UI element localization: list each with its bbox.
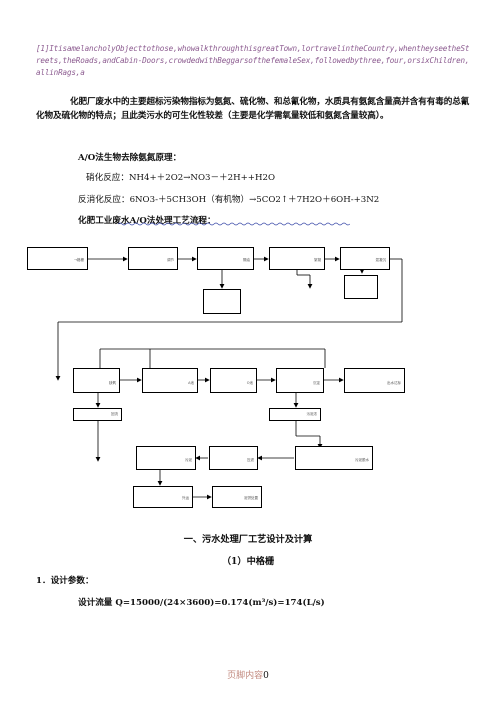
flow-box-return: 回流 bbox=[73, 408, 122, 421]
section-title: 一、污水处理厂工艺设计及计算 bbox=[183, 534, 313, 545]
flow-box-anoxic: 缺氧 bbox=[73, 368, 120, 393]
footer-page-number: 0 bbox=[263, 671, 269, 681]
flow-box-filter-press: 压滤 bbox=[209, 446, 258, 470]
flow-box-effluent: 出水达标 bbox=[344, 368, 405, 393]
flow-box-sludge-thickening: 污泥浓 bbox=[269, 408, 321, 421]
flow-box-cake-disposal: 泥饼处置 bbox=[212, 486, 262, 508]
footer-text: 页脚内容 bbox=[227, 671, 264, 681]
flow-box-side-left bbox=[203, 289, 241, 314]
flow-box-oil-separation: 隔油 bbox=[197, 247, 254, 270]
wavy-underline bbox=[118, 222, 350, 226]
flow-box-sedimentation: 沉淀 bbox=[276, 368, 324, 393]
page-footer: 页脚内容0 bbox=[0, 668, 496, 681]
flow-box-transport: 外运 bbox=[133, 486, 193, 508]
flow-box-o-tank: O池 bbox=[210, 368, 257, 393]
flow-connectors bbox=[55, 256, 403, 500]
header-note: [1]ItisamelancholyObjecttothose,whowalkt… bbox=[36, 44, 470, 77]
flow-box-sludge: 污泥 bbox=[136, 446, 196, 470]
param-title: 1．设计参数： bbox=[36, 576, 94, 586]
denitrification-equation: 反消化反应：6NO3-＋5CH3OH（有机物）→5CO2↑＋7H2O＋6OH-+… bbox=[78, 195, 380, 205]
flow-box-sludge-dewatering: 污泥脱水 bbox=[295, 446, 373, 470]
principle-title: A/O法生物去除氨氮原理： bbox=[78, 153, 182, 163]
process-flow-diagram: →格栅 调节 隔油 絮凝 混凝沉 缺氧 A池 O池 沉淀 出水达标 回流 污泥浓… bbox=[0, 225, 496, 525]
flow-box-a-tank: A池 bbox=[142, 368, 198, 393]
intro-paragraph: 化肥厂废水中的主要超标污染物指标为氨氮、硫化物、和总氰化物，水质具有氨氮含量高并… bbox=[36, 97, 470, 121]
flow-box-coagulation: 混凝沉 bbox=[340, 247, 390, 270]
subsection-title: （1）中格栅 bbox=[221, 556, 275, 567]
flow-box-side-right bbox=[344, 275, 378, 299]
flow-box-inflow: →格栅 bbox=[27, 247, 88, 270]
flow-box-flocculation: 絮凝 bbox=[269, 247, 325, 270]
nitrification-equation: 硝化反应：NH4+＋2O2→NO3－＋2H++H2O bbox=[86, 173, 276, 183]
flow-box-regulating: 调节 bbox=[128, 247, 178, 270]
process-title: 化肥工业废水A/O法处理工艺流程： bbox=[78, 216, 216, 226]
design-flow: 设计流量 Q=15000/(24×3600)=0.174(m³/s)=174(L… bbox=[78, 598, 325, 608]
